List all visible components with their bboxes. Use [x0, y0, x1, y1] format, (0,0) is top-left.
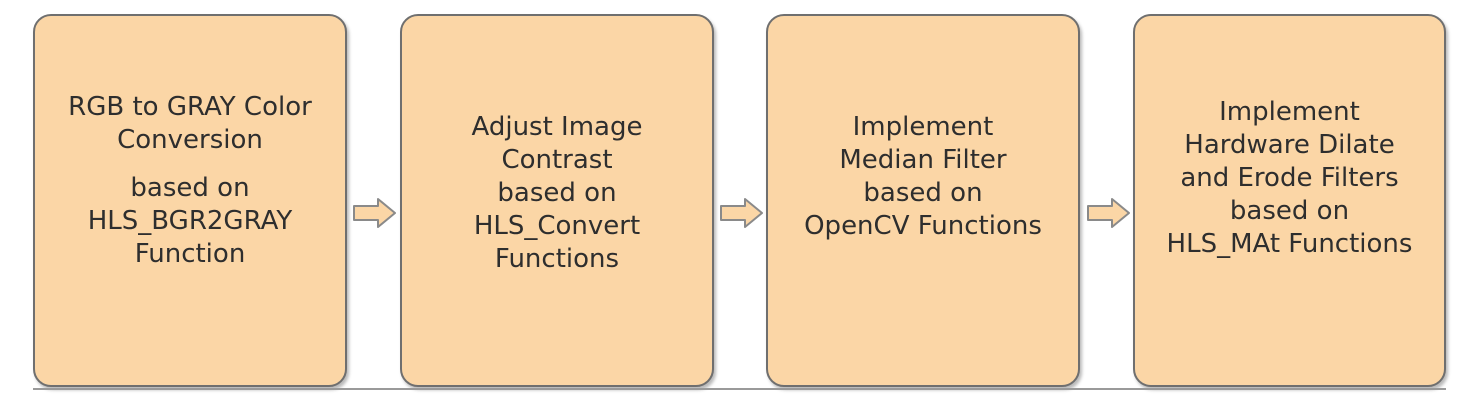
- step-box-rgb-to-gray: RGB to GRAY Color Conversion based on HL…: [33, 14, 347, 387]
- step-box-dilate-erode: Implement Hardware Dilate and Erode Filt…: [1133, 14, 1446, 387]
- right-block-arrow-icon: [353, 198, 396, 228]
- step-4-line-3: and Erode Filters: [1180, 163, 1399, 193]
- right-block-arrow-icon: [720, 198, 763, 228]
- step-box-median-filter: Implement Median Filter based on OpenCV …: [766, 14, 1080, 387]
- step-3-line-4: OpenCV Functions: [804, 211, 1042, 241]
- step-1-line-3: based on: [130, 173, 250, 203]
- step-2-line-1: Adjust Image: [471, 112, 643, 142]
- step-1-line-1: RGB to GRAY Color: [68, 92, 312, 122]
- step-2-line-4: HLS_Convert: [473, 211, 641, 241]
- step-4-line-1: Implement: [1219, 97, 1360, 127]
- step-1-line-2: Conversion: [117, 125, 263, 155]
- step-box-adjust-contrast: Adjust Image Contrast based on HLS_Conve…: [400, 14, 714, 387]
- right-block-arrow-icon: [1087, 198, 1130, 228]
- step-4-line-5: HLS_MAt Functions: [1166, 229, 1413, 259]
- step-2-line-5: Functions: [494, 244, 620, 274]
- step-2-line-2: Contrast: [501, 145, 613, 175]
- step-3-line-2: Median Filter: [839, 145, 1007, 175]
- step-1-line-5: Function: [134, 239, 246, 269]
- step-4-line-2: Hardware Dilate: [1184, 130, 1395, 160]
- step-2-line-3: based on: [497, 178, 617, 208]
- step-3-line-1: Implement: [852, 112, 994, 142]
- baseline-divider: [33, 388, 1446, 390]
- step-4-line-4: based on: [1229, 196, 1350, 226]
- step-1-line-4: HLS_BGR2GRAY: [87, 206, 293, 236]
- step-3-line-3: based on: [863, 178, 983, 208]
